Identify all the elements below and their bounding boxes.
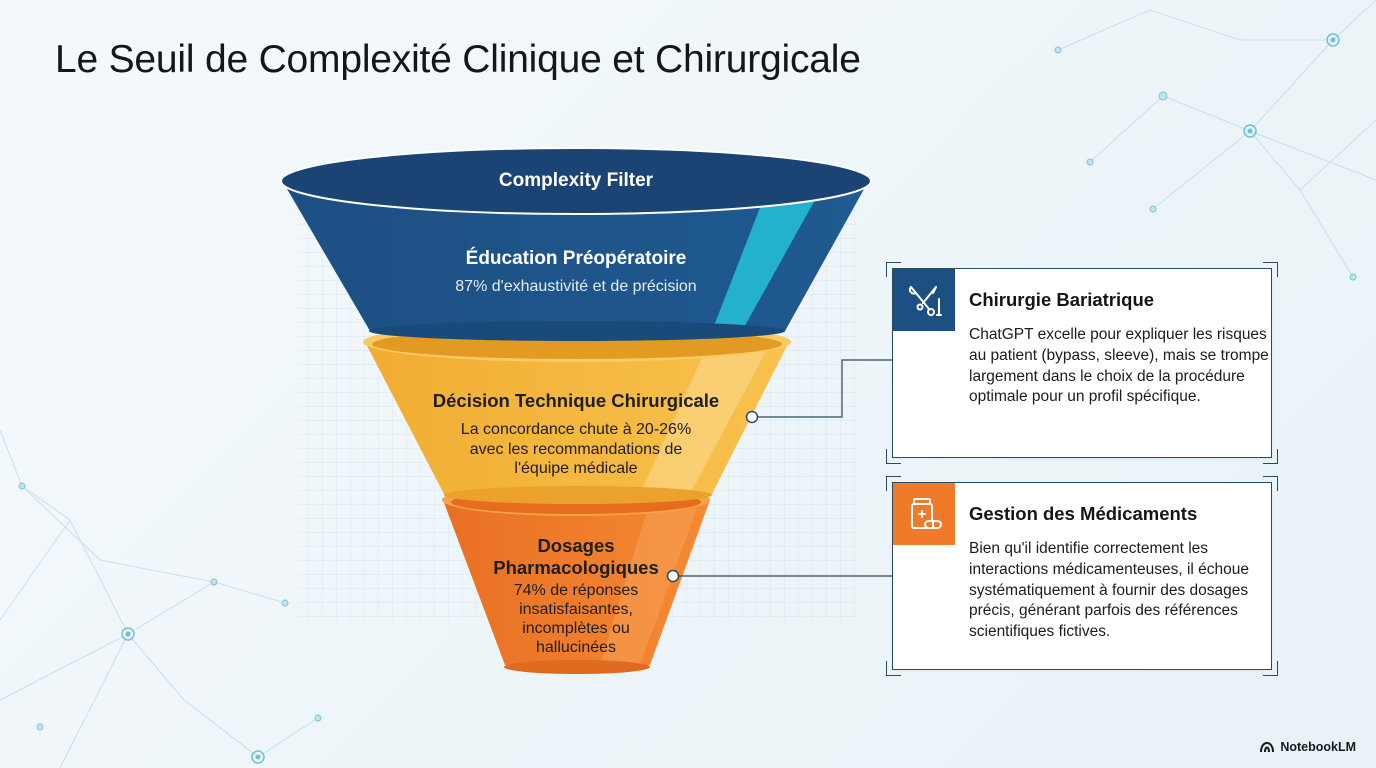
- notebooklm-brand: NotebookLM: [1259, 740, 1356, 754]
- level-3-title: Dosages Pharmacologiques: [493, 535, 659, 578]
- level-1-desc: 87% d'exhaustivité et de précision: [455, 278, 697, 295]
- level-2-desc: La concordance chute à 20-26% avec les r…: [460, 421, 692, 477]
- funnel-header: Complexity Filter: [498, 170, 654, 191]
- connector-bariatric: [752, 359, 892, 418]
- level-1-title: Éducation Préopératoire: [465, 248, 687, 269]
- medication-icon: [893, 483, 955, 545]
- page-title: Le Seuil de Complexité Clinique et Chiru…: [55, 38, 861, 81]
- surgical-tools-icon: [893, 269, 955, 331]
- notebooklm-logo-icon: [1260, 741, 1275, 753]
- card-medication-management: Gestion des Médicaments Bien qu'il ident…: [886, 476, 1278, 676]
- card-title-bariatric: Chirurgie Bariatrique: [969, 289, 1155, 310]
- card-title-medication: Gestion des Médicaments: [969, 503, 1198, 524]
- funnel-level-blue: [283, 182, 868, 331]
- level-2-title: Décision Technique Chirurgicale: [432, 390, 720, 411]
- level-3-desc: 74% de réponses insatisfaisantes, incomp…: [513, 582, 639, 656]
- card-bariatric-surgery: Chirurgie Bariatrique ChatGPT excelle po…: [886, 262, 1278, 464]
- card-body-medication: Bien qu'il identifie correctement les in…: [969, 540, 1250, 641]
- card-body-bariatric: ChatGPT excelle pour expliquer les risqu…: [969, 326, 1269, 406]
